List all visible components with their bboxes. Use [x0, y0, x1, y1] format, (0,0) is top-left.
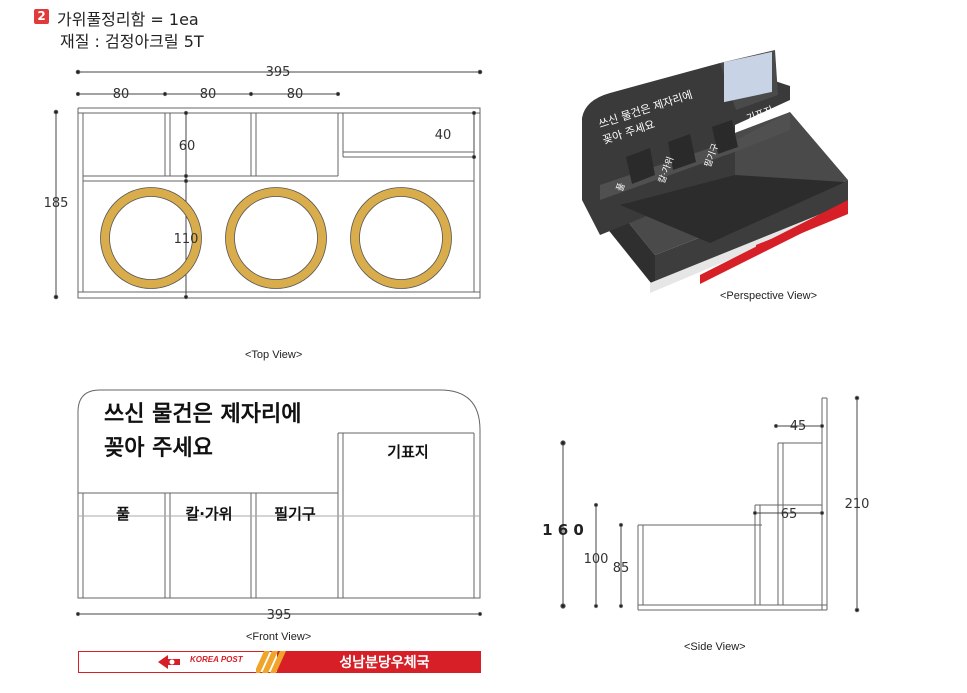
front-label-knife: 칼·가위: [185, 505, 232, 523]
dim-side-total-height: 210: [845, 497, 870, 512]
dim-top-hole-row: 110: [174, 232, 199, 247]
ring-hole-2: [225, 187, 327, 289]
dim-top-comp3: 80: [287, 87, 304, 102]
top-view-drawing: [53, 69, 483, 300]
ring-hole-3: [350, 187, 452, 289]
front-label-pul: 풀: [116, 505, 130, 523]
side-view-drawing: [560, 395, 860, 613]
perspective-label-pul: 풀: [614, 181, 627, 193]
front-view-drawing: [75, 389, 483, 617]
caption-top-view: <Top View>: [245, 349, 303, 361]
dim-side-85: 85: [613, 561, 630, 576]
post-office-name: 성남분당우체국: [339, 655, 430, 671]
dim-side-top-width: 45: [790, 419, 807, 434]
dim-top-right-depth: 40: [435, 128, 452, 143]
korea-post-banner: KOREA POST 성남분당우체국: [78, 651, 481, 673]
dim-side-mid-width: 65: [781, 507, 798, 522]
dim-top-overall: 395: [266, 65, 291, 80]
perspective-view-render: [582, 50, 848, 293]
dim-top-comp1: 80: [113, 87, 130, 102]
dim-side-100: 100: [584, 552, 609, 567]
product-title: 가위풀정리함 = 1ea: [57, 10, 199, 29]
dim-top-depth: 185: [44, 196, 69, 211]
dim-front-width: 395: [267, 608, 292, 623]
caption-perspective-view: <Perspective View>: [720, 290, 818, 302]
dim-top-front-depth: 60: [179, 139, 196, 154]
banner-stripes-icon: [256, 651, 286, 673]
dim-side-160: 1 6 0: [542, 521, 584, 539]
step-number-badge: 2: [34, 9, 49, 24]
front-panel-line2: 꽂아 주세요: [104, 436, 213, 461]
ring-hole-1: [100, 187, 202, 289]
brand-name: KOREA POST: [190, 655, 243, 664]
caption-front-view: <Front View>: [246, 631, 312, 643]
front-label-form: 기표지: [387, 443, 428, 461]
front-label-pen: 필기구: [274, 505, 316, 523]
korea-post-logo-icon: [158, 655, 180, 669]
top-view-rings: [100, 187, 452, 289]
material-spec: 재질 : 검정아크릴 5T: [60, 32, 204, 51]
front-panel-line1: 쓰신 물건은 제자리에: [104, 402, 301, 427]
caption-side-view: <Side View>: [684, 641, 746, 653]
dim-top-comp2: 80: [200, 87, 217, 102]
